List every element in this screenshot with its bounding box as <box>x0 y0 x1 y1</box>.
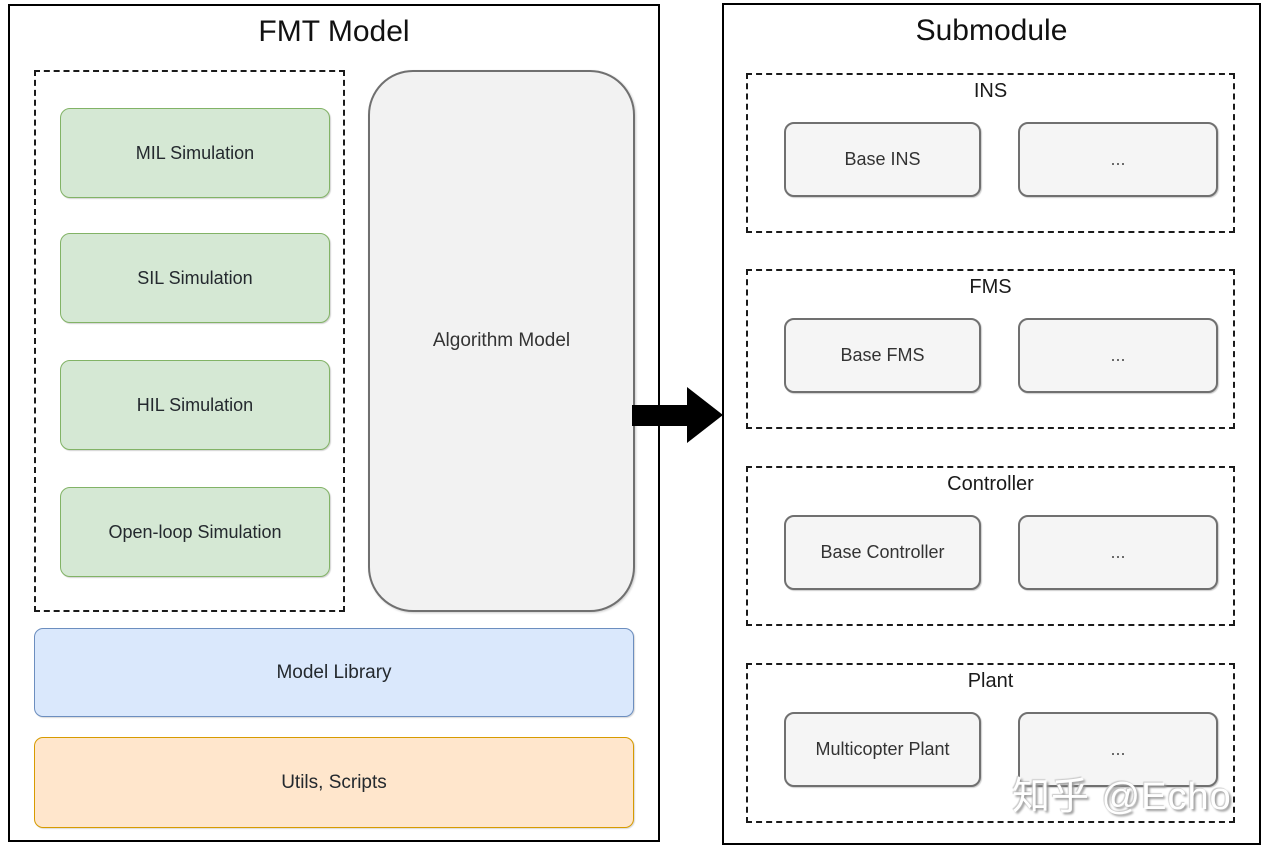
ins-group-label: INS <box>973 80 1008 102</box>
ins-more-box: ... <box>1018 122 1218 197</box>
controller-group: Controller Base Controller ... <box>746 466 1235 626</box>
controller-group-label: Controller <box>947 473 1034 495</box>
fms-group-label: FMS <box>969 276 1012 298</box>
algorithm-model-box: Algorithm Model <box>368 70 635 612</box>
sil-simulation-box: SIL Simulation <box>60 233 330 323</box>
submodule-title: Submodule <box>915 14 1068 47</box>
hil-simulation-box: HIL Simulation <box>60 360 330 450</box>
fms-more-box: ... <box>1018 318 1218 393</box>
base-fms-box: Base FMS <box>784 318 981 393</box>
mil-simulation-box: MIL Simulation <box>60 108 330 198</box>
simulation-group: MIL Simulation SIL Simulation HIL Simula… <box>34 70 345 612</box>
watermark: 知乎 @Echo <box>1012 776 1232 818</box>
ins-group: INS Base INS ... <box>746 73 1235 233</box>
base-ins-box: Base INS <box>784 122 981 197</box>
right-arrow-icon <box>632 387 723 443</box>
model-library-box: Model Library <box>34 628 634 717</box>
submodule-panel: Submodule INS Base INS ... FMS Base FMS … <box>722 3 1261 845</box>
utils-scripts-box: Utils, Scripts <box>34 737 634 828</box>
fmt-model-panel: FMT Model MIL Simulation SIL Simulation … <box>8 4 660 842</box>
plant-more-box: ... <box>1018 712 1218 787</box>
fms-group: FMS Base FMS ... <box>746 269 1235 429</box>
multicopter-plant-box: Multicopter Plant <box>784 712 981 787</box>
fmt-model-title: FMT Model <box>258 15 410 48</box>
plant-group: Plant Multicopter Plant ... <box>746 663 1235 823</box>
controller-more-box: ... <box>1018 515 1218 590</box>
open-loop-simulation-box: Open-loop Simulation <box>60 487 330 577</box>
plant-group-label: Plant <box>967 670 1014 692</box>
base-controller-box: Base Controller <box>784 515 981 590</box>
